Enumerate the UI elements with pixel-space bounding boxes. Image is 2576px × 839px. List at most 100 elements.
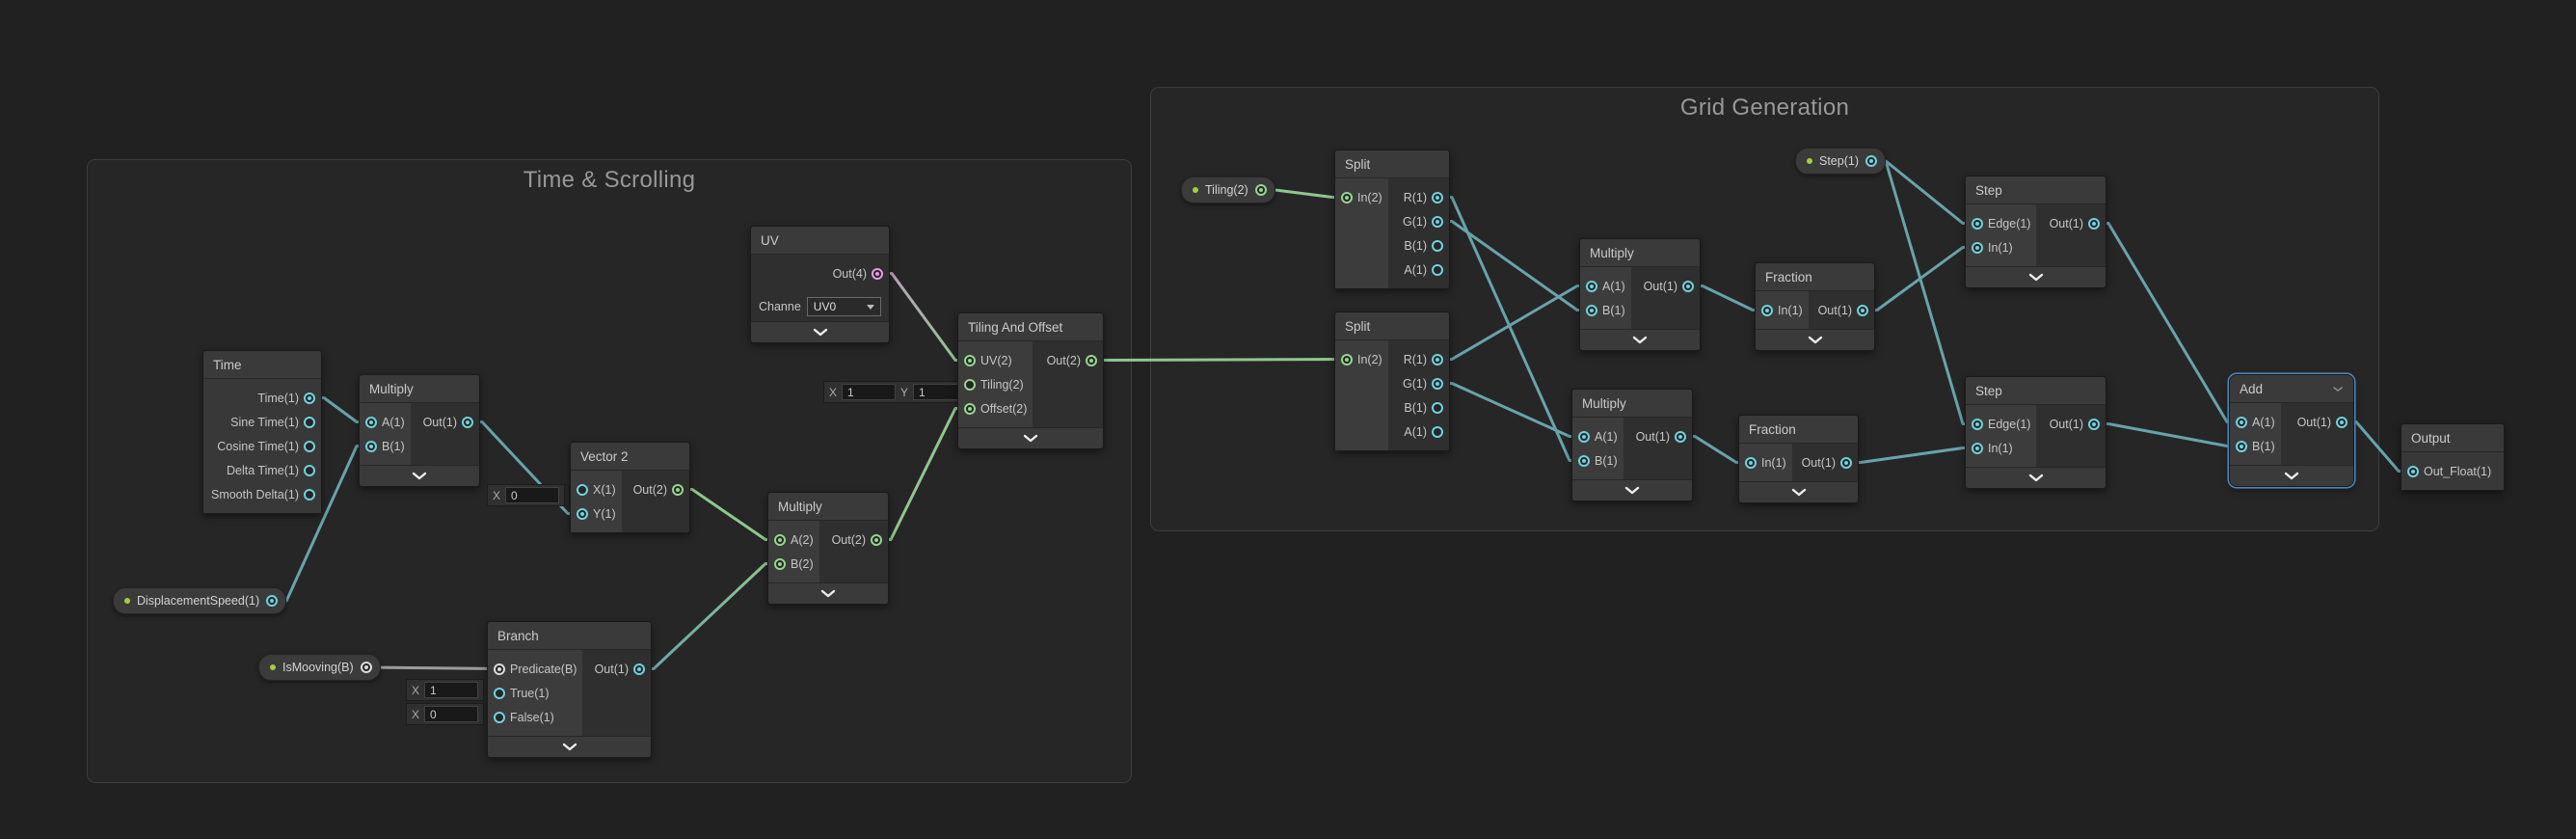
property-output-port[interactable] bbox=[1254, 184, 1267, 196]
input-port[interactable] bbox=[2407, 465, 2419, 477]
wire[interactable] bbox=[364, 665, 501, 670]
input-port[interactable] bbox=[964, 402, 976, 415]
collapse-chevron-icon[interactable] bbox=[2332, 380, 2344, 397]
expand-preview-toggle[interactable] bbox=[1756, 329, 1874, 350]
wire[interactable] bbox=[2092, 422, 2243, 447]
input-port[interactable] bbox=[1761, 304, 1773, 316]
output-port[interactable] bbox=[1432, 215, 1443, 228]
input-port[interactable] bbox=[1578, 430, 1590, 443]
wire[interactable] bbox=[1089, 358, 1349, 362]
input-port[interactable] bbox=[1586, 304, 1597, 316]
input-port[interactable] bbox=[964, 378, 976, 391]
expand-preview-toggle[interactable] bbox=[768, 582, 888, 604]
output-port[interactable] bbox=[462, 416, 473, 428]
widget-value-field[interactable]: 0 bbox=[505, 487, 560, 503]
wire[interactable] bbox=[1436, 382, 1586, 438]
input-port[interactable] bbox=[365, 416, 377, 428]
input-port[interactable] bbox=[774, 557, 786, 570]
input-port[interactable] bbox=[964, 354, 976, 366]
input-port[interactable] bbox=[774, 533, 786, 546]
output-port[interactable] bbox=[633, 663, 645, 675]
output-port[interactable] bbox=[304, 392, 315, 404]
output-port[interactable] bbox=[304, 440, 315, 452]
output-port[interactable] bbox=[872, 267, 883, 280]
output-port[interactable] bbox=[1432, 377, 1443, 390]
expand-preview-toggle[interactable] bbox=[1739, 481, 1858, 502]
widget-value-field[interactable]: 1 bbox=[424, 682, 479, 698]
output-port[interactable] bbox=[304, 488, 315, 501]
wire[interactable] bbox=[1869, 159, 1979, 425]
output-port[interactable] bbox=[1857, 304, 1868, 316]
input-port[interactable] bbox=[1972, 241, 1983, 254]
property-output-port[interactable] bbox=[1865, 155, 1877, 167]
expand-preview-toggle[interactable] bbox=[360, 465, 479, 486]
wire[interactable] bbox=[676, 488, 782, 541]
channel-dropdown[interactable]: UV0 bbox=[806, 297, 881, 316]
output-port[interactable] bbox=[2088, 418, 2100, 430]
expand-preview-toggle[interactable] bbox=[1966, 467, 2106, 488]
wire[interactable] bbox=[874, 407, 972, 541]
output-port[interactable] bbox=[1432, 401, 1443, 414]
wire[interactable] bbox=[1861, 246, 1979, 311]
output-port[interactable] bbox=[304, 464, 315, 476]
input-port[interactable] bbox=[1745, 456, 1757, 469]
input-port[interactable] bbox=[2236, 416, 2247, 428]
wire[interactable] bbox=[875, 272, 972, 362]
input-port[interactable] bbox=[1972, 418, 1983, 430]
expand-preview-toggle[interactable] bbox=[1572, 479, 1692, 501]
wire[interactable] bbox=[1436, 220, 1594, 311]
output-port[interactable] bbox=[304, 416, 315, 428]
output-port[interactable] bbox=[871, 533, 882, 546]
property-pill-pill_tiling[interactable]: Tiling(2) bbox=[1181, 176, 1275, 203]
output-port[interactable] bbox=[1432, 263, 1443, 276]
output-port[interactable] bbox=[1840, 456, 1852, 469]
input-port[interactable] bbox=[1586, 280, 1597, 292]
widget-value-field[interactable]: 0 bbox=[424, 706, 479, 722]
input-port[interactable] bbox=[1341, 353, 1353, 365]
output-port[interactable] bbox=[1432, 353, 1443, 365]
property-pill-pill_disp[interactable]: DisplacementSpeed(1) bbox=[113, 587, 287, 614]
output-port[interactable] bbox=[1675, 430, 1686, 443]
output-port[interactable] bbox=[2336, 416, 2348, 428]
output-port[interactable] bbox=[1682, 280, 1694, 292]
input-port[interactable] bbox=[1578, 454, 1590, 467]
expand-preview-toggle[interactable] bbox=[488, 736, 651, 757]
output-port[interactable] bbox=[1432, 425, 1443, 438]
expand-preview-toggle[interactable] bbox=[958, 427, 1103, 448]
input-port[interactable] bbox=[494, 711, 505, 723]
expand-preview-toggle[interactable] bbox=[1580, 329, 1700, 350]
widget-value-field[interactable]: 1 bbox=[842, 384, 897, 400]
property-pill-pill_step[interactable]: Step(1) bbox=[1795, 148, 1886, 175]
property-pill-pill_ismoov[interactable]: IsMooving(B) bbox=[258, 654, 381, 681]
input-port[interactable] bbox=[494, 687, 505, 699]
output-port[interactable] bbox=[672, 483, 684, 496]
input-port[interactable] bbox=[1972, 217, 1983, 230]
property-output-port[interactable] bbox=[360, 662, 372, 673]
expand-preview-toggle[interactable] bbox=[751, 321, 889, 342]
wire[interactable] bbox=[1436, 284, 1594, 361]
input-port[interactable] bbox=[2236, 440, 2247, 452]
wire[interactable] bbox=[2092, 222, 2243, 423]
output-port[interactable] bbox=[1086, 354, 1097, 366]
input-port[interactable] bbox=[494, 663, 505, 675]
input-port[interactable] bbox=[577, 507, 588, 520]
property-output-port[interactable] bbox=[266, 595, 279, 607]
wire[interactable] bbox=[1436, 196, 1586, 462]
